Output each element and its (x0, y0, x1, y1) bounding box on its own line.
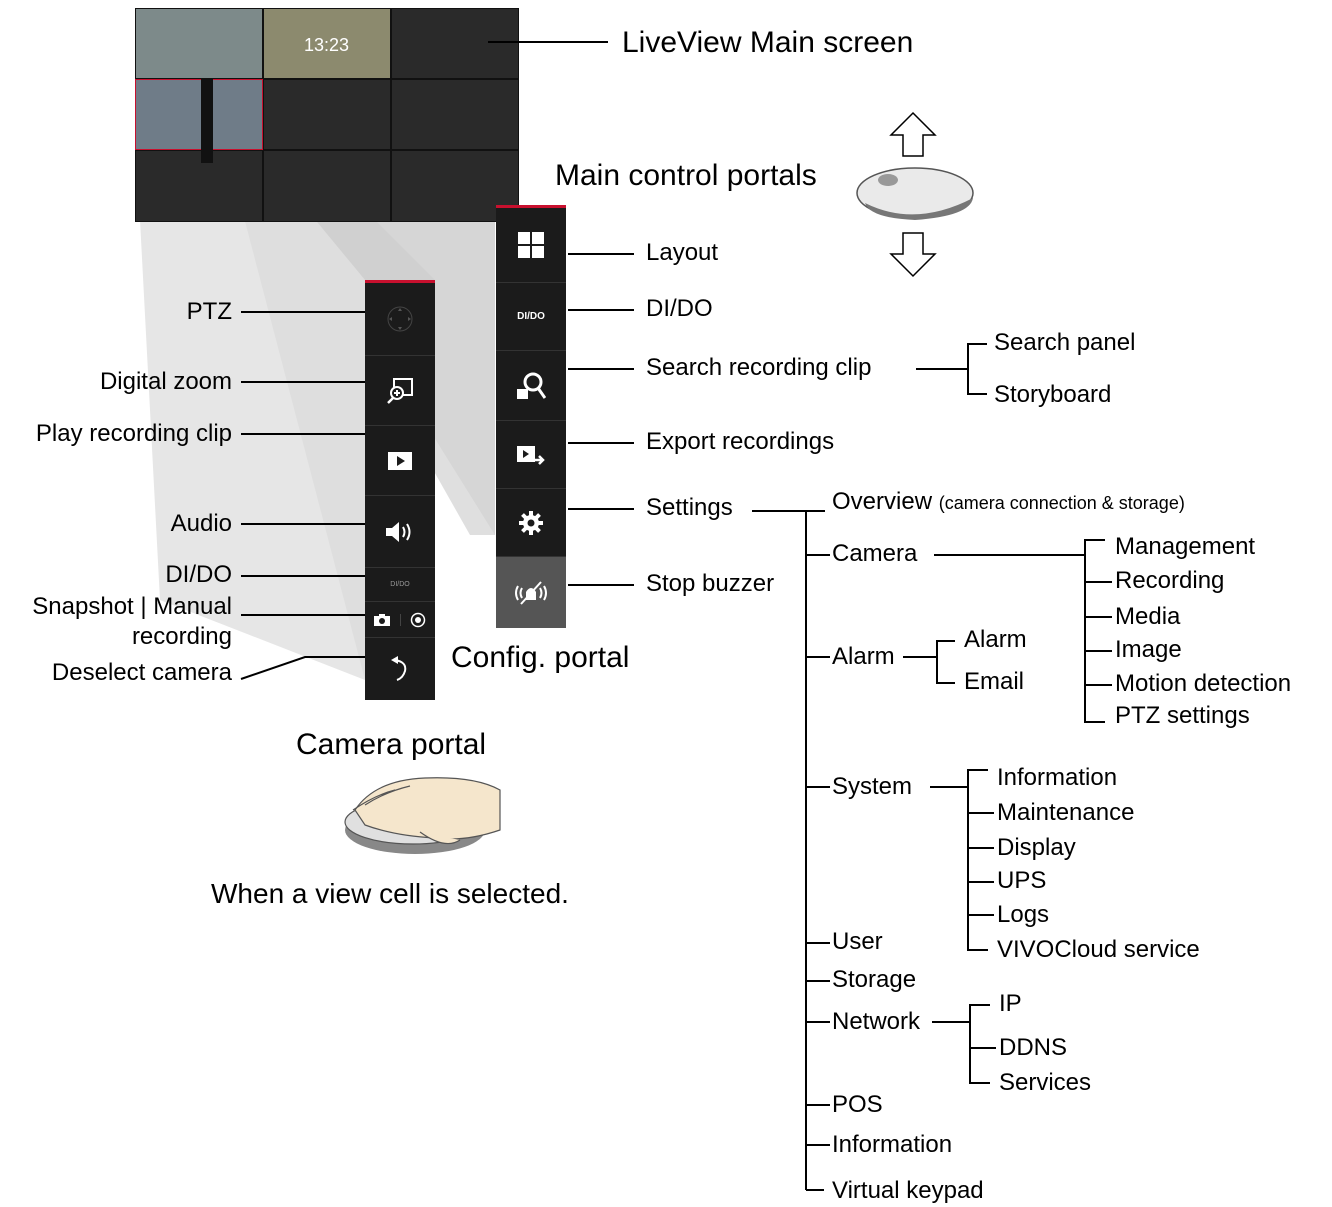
view-cell[interactable] (263, 79, 391, 150)
tree-information: Information (832, 1131, 953, 1158)
tree-camera-image: Image (1115, 636, 1182, 663)
tree-overview: Overview (camera connection & storage) (832, 488, 1185, 515)
cam-item-snapshot-line2: recording (131, 623, 232, 650)
stop-buzzer-button[interactable] (496, 557, 566, 628)
tree-system-logs: Logs (997, 901, 1050, 928)
gear-icon (519, 510, 543, 535)
arrow-down-icon (889, 232, 937, 278)
buzzer-mute-icon (515, 580, 547, 605)
tree-system: System (832, 773, 913, 800)
mouse-scroll-illustration (856, 111, 974, 278)
digital-zoom-button[interactable] (365, 356, 435, 426)
tree-system-display: Display (997, 834, 1076, 861)
main-item-export: Export recordings (646, 428, 835, 455)
tree-storage: Storage (832, 966, 917, 993)
liveview-main-screen: 13:23 (135, 8, 519, 222)
hand-mouse-illustration (344, 777, 501, 854)
view-cell[interactable]: 13:23 (263, 8, 391, 79)
cam-item-play-clip: Play recording clip (35, 420, 232, 447)
main-portals-heading: Main control portals (555, 159, 817, 192)
view-cell-selected[interactable] (135, 79, 263, 150)
play-clip-button[interactable] (365, 426, 435, 496)
tree-system-maintenance: Maintenance (997, 799, 1135, 826)
view-cell[interactable] (391, 79, 519, 150)
main-item-buzzer: Stop buzzer (646, 570, 775, 597)
view-cell[interactable] (263, 150, 391, 222)
play-clip-icon (388, 451, 412, 470)
export-button[interactable] (496, 421, 566, 489)
tree-system-information: Information (997, 764, 1118, 791)
settings-button[interactable] (496, 489, 566, 557)
config-portal-heading: Config. portal (451, 641, 630, 674)
tree-camera-recording: Recording (1115, 567, 1225, 594)
cam-item-audio: Audio (170, 510, 232, 537)
tree-network-ddns: DDNS (999, 1034, 1068, 1061)
tree-network: Network (832, 1008, 921, 1035)
view-cell[interactable] (135, 8, 263, 79)
main-item-search: Search recording clip (646, 354, 872, 381)
dido-icon: DI/DO (390, 581, 410, 588)
cam-item-deselect: Deselect camera (51, 659, 232, 686)
audio-button[interactable] (365, 496, 435, 568)
timestamp: 13:23 (304, 35, 350, 55)
digital-zoom-icon (387, 377, 413, 404)
snapshot-record-row (365, 602, 435, 638)
tree-system-vivocloud: VIVOCloud service (997, 936, 1200, 963)
search-clip-icon (517, 372, 546, 399)
view-cell[interactable] (135, 150, 263, 222)
cam-item-snapshot-line1: Snapshot | Manual (32, 593, 232, 620)
ptz-icon (387, 306, 413, 332)
speaker-icon (386, 521, 411, 542)
tree-alarm: Alarm (832, 643, 895, 670)
layout-button[interactable] (496, 208, 566, 283)
mini-camera-portal (201, 78, 213, 163)
tree-alarm-email: Email (964, 668, 1025, 695)
tree-camera: Camera (832, 540, 918, 567)
tree-network-ip: IP (999, 990, 1022, 1017)
cam-item-dido: DI/DO (165, 561, 232, 588)
main-control-panel: DI/DO (496, 205, 566, 628)
tree-camera-management: Management (1115, 533, 1256, 560)
tree-camera-motion: Motion detection (1115, 670, 1292, 697)
camera-portal-panel: DI/DO (365, 280, 435, 700)
dido-icon: DI/DO (517, 311, 545, 322)
search-child-storyboard: Storyboard (994, 381, 1112, 408)
camera-dido-button[interactable]: DI/DO (365, 568, 435, 602)
tree-virtual-keypad: Virtual keypad (832, 1177, 984, 1204)
main-item-layout: Layout (646, 239, 719, 266)
search-clip-button[interactable] (496, 351, 566, 421)
tree-network-services: Services (999, 1069, 1092, 1096)
camera-portal-note: When a view cell is selected. (211, 878, 569, 909)
arrow-up-icon (889, 111, 937, 157)
tree-system-ups: UPS (997, 867, 1047, 894)
view-cell[interactable] (391, 8, 519, 79)
cam-item-digital-zoom: Digital zoom (99, 368, 232, 395)
ptz-button[interactable] (365, 283, 435, 356)
camera-portal-heading: Camera portal (296, 728, 487, 761)
undo-arrow-icon (391, 656, 407, 681)
record-icon (410, 612, 425, 627)
main-item-dido: DI/DO (646, 295, 713, 322)
snapshot-button[interactable] (365, 613, 401, 626)
dido-button[interactable]: DI/DO (496, 283, 566, 351)
tree-camera-ptz: PTZ settings (1115, 702, 1250, 729)
export-icon (517, 445, 545, 465)
camera-snapshot-icon (374, 613, 391, 626)
search-child-panel: Search panel (994, 329, 1136, 356)
tree-alarm-alarm: Alarm (964, 626, 1027, 653)
main-item-settings: Settings (646, 494, 733, 521)
tree-pos: POS (832, 1091, 883, 1118)
cam-item-ptz: PTZ (186, 298, 232, 325)
mouse-icon (856, 167, 974, 220)
tree-user: User (832, 928, 883, 955)
tree-camera-media: Media (1115, 603, 1181, 630)
deselect-camera-button[interactable] (365, 638, 435, 700)
layout-grid-icon (518, 232, 544, 258)
manual-record-button[interactable] (401, 612, 436, 628)
liveview-label: LiveView Main screen (622, 26, 914, 59)
